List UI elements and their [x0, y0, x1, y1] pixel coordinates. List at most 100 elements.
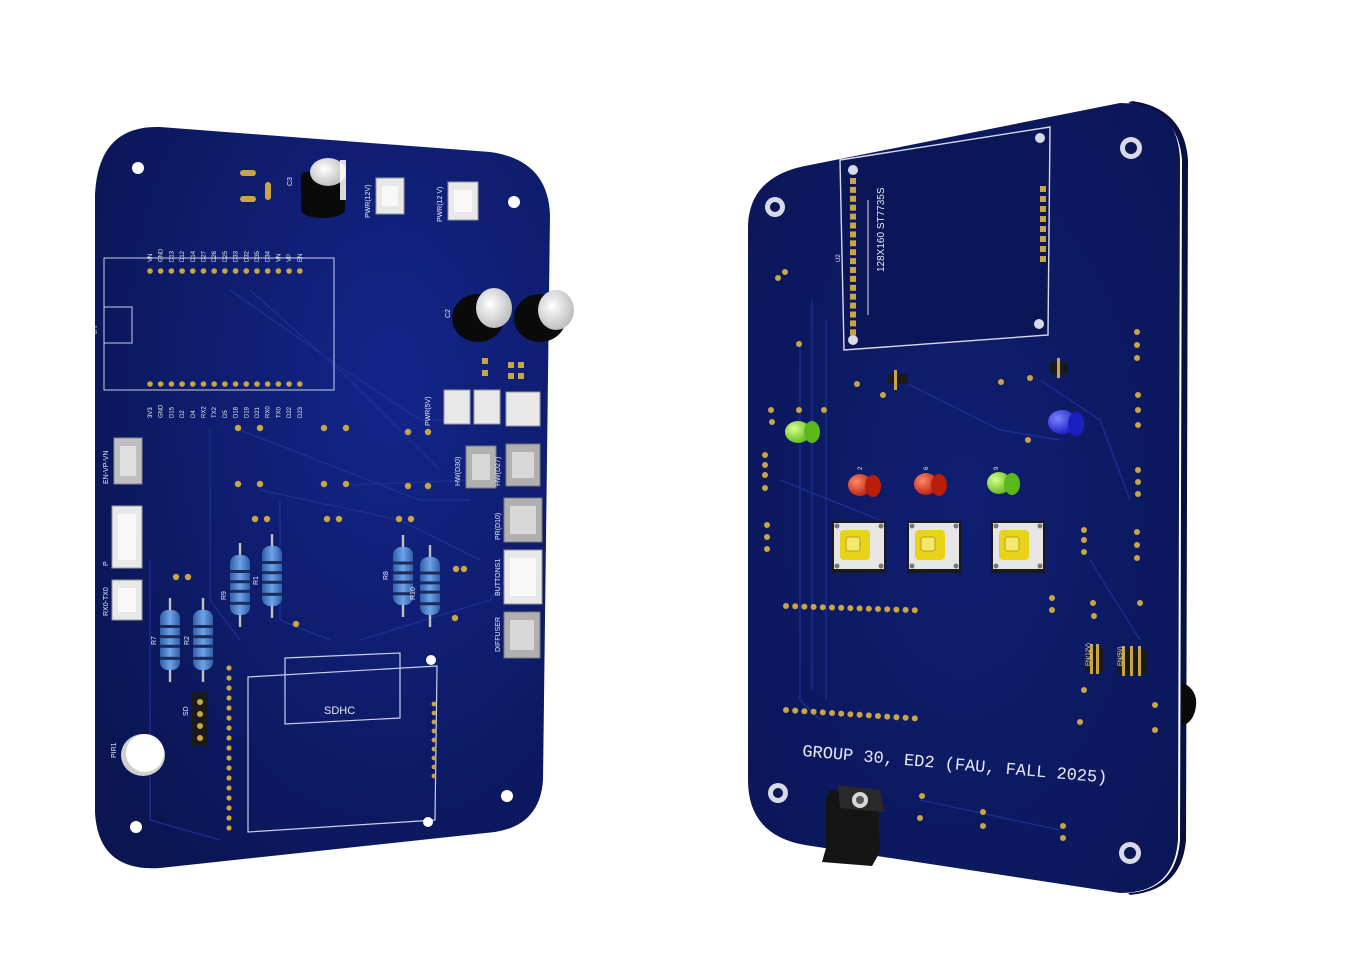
jumper-pads	[240, 170, 271, 202]
esp32-pin-label: D23	[298, 406, 304, 418]
via-pad	[342, 480, 350, 488]
via-pad	[1091, 613, 1097, 619]
resistor-band	[160, 644, 180, 648]
esp32-pin-label: VN	[148, 254, 154, 262]
esp32-pin-row-top	[147, 268, 303, 274]
via-pad	[1135, 407, 1141, 413]
connector-p: P	[103, 505, 143, 569]
via-pad	[1081, 549, 1087, 555]
via-pad	[407, 515, 415, 523]
esp32-pin-label: D32	[244, 250, 250, 262]
resistor-band	[393, 571, 413, 575]
esp32-pin	[243, 381, 250, 387]
display-pin	[850, 186, 856, 193]
resistor-label: R10	[410, 587, 417, 600]
resistor-band	[420, 602, 440, 606]
display-pin	[850, 320, 856, 327]
j5v-label: EN(5V)	[1118, 646, 1124, 666]
diffuser-label: DIFFUSER	[495, 617, 502, 652]
esp32-pin-label: D33	[234, 250, 240, 262]
esp32-pin-label: D14	[191, 250, 197, 262]
via-pad	[256, 424, 264, 432]
via-pad	[234, 424, 242, 432]
back-pin	[801, 603, 808, 610]
sd-pin	[431, 746, 437, 752]
via-pad	[335, 515, 343, 523]
connector-buttons: BUTTONS1	[495, 549, 543, 605]
sd-pin	[226, 775, 232, 781]
resistor-band	[230, 601, 250, 605]
via-pad	[1152, 727, 1158, 733]
mount-hole	[508, 196, 520, 208]
via-pad	[404, 482, 412, 490]
tactile-button	[907, 521, 961, 573]
resistor-band	[160, 625, 180, 628]
back-pin	[801, 708, 808, 715]
via-pad	[796, 341, 802, 347]
back-pin	[829, 604, 835, 611]
back-pin	[810, 603, 817, 610]
esp32-pin-label: D18	[234, 406, 240, 418]
esp32-antenna-outline	[103, 306, 133, 344]
resistor-band	[262, 592, 282, 596]
capacitor-c2: C2	[445, 288, 574, 342]
back-pin	[902, 606, 909, 613]
esp32-pin	[222, 268, 228, 274]
back-pin	[911, 715, 918, 722]
button-cap-top	[845, 536, 861, 552]
sd-pin-row-right	[431, 701, 437, 779]
esp32-pin	[254, 381, 260, 387]
mount-hole	[132, 162, 144, 174]
via-pad	[762, 485, 768, 491]
resistor-label: R1	[253, 576, 260, 585]
via-pad	[769, 419, 775, 425]
esp32-pin	[264, 381, 271, 387]
sd-pin	[226, 785, 232, 791]
resistor-band	[193, 635, 213, 639]
via-pad	[452, 565, 460, 573]
button-corner	[1037, 523, 1043, 529]
esp32-pin-row-bottom	[147, 381, 303, 387]
buttons-label: BUTTONS1	[495, 559, 502, 596]
rx0-tx0-label: RX0-TX0	[103, 587, 110, 616]
sd-pin	[431, 755, 437, 761]
display-pin	[850, 178, 856, 184]
back-mount-holes	[765, 137, 1142, 864]
via-pad	[854, 381, 860, 387]
back-pin	[884, 606, 891, 613]
back-pin	[819, 709, 826, 716]
button-corner	[878, 563, 884, 569]
via-pad	[1135, 491, 1141, 497]
resistor-label: R7	[151, 636, 158, 645]
jumper-pins	[894, 358, 1141, 676]
via-pads	[172, 424, 468, 628]
via-pad	[395, 515, 403, 523]
display-pin	[1040, 196, 1046, 202]
display-pin	[850, 293, 856, 300]
resistor-band	[193, 644, 213, 648]
esp32-pin	[168, 268, 175, 274]
sd-pin	[226, 725, 232, 731]
resistor: R7	[151, 598, 180, 682]
resistor: R9	[221, 543, 250, 627]
tactile-button	[832, 521, 886, 573]
back-pin	[847, 711, 854, 718]
esp32-pin	[275, 268, 282, 274]
esp32-pin-label: D13	[169, 250, 175, 262]
display-pin	[1040, 226, 1046, 232]
display-pin	[1040, 186, 1046, 192]
esp32-pin-label: D27	[202, 250, 208, 262]
led-label: 2	[858, 466, 864, 470]
via-pad	[1135, 467, 1141, 473]
via-pad	[1077, 719, 1083, 725]
connector-pr: PR(D10)	[495, 497, 543, 543]
resistor-label: R8	[383, 571, 390, 580]
back-pin	[792, 603, 799, 610]
display-pin	[850, 275, 856, 282]
esp32-pin	[275, 381, 282, 387]
via-pad	[404, 428, 412, 436]
via-pad	[764, 534, 770, 540]
esp32-pin-label: GND	[159, 404, 165, 418]
sd-pin	[226, 685, 232, 691]
